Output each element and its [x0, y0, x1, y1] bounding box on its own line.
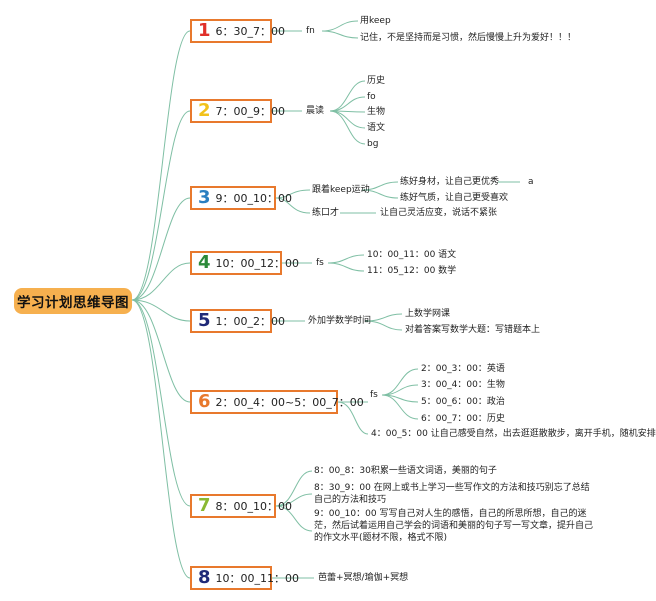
- branch-number-6: 6: [198, 391, 211, 412]
- branch-4-leaf: 10：00_11：00 语文: [367, 250, 457, 260]
- branch-8-leaf: 芭蕾+冥想/瑜伽+冥想: [318, 573, 409, 583]
- branch-time-8: 10：00_11：00: [215, 572, 300, 585]
- branch-node-3[interactable]: 3 9：00_10：00: [190, 186, 292, 210]
- branch-node-7[interactable]: 7 8：00_10：00: [190, 494, 292, 518]
- branch-3-leaf: 练好气质，让自己更受喜欢: [400, 193, 509, 203]
- branch-2-leaf: 语文: [367, 123, 386, 133]
- branch-time-1: 6：30_7：00: [215, 25, 286, 38]
- branch-2-leaf: bg: [367, 139, 379, 149]
- branch-number-5: 5: [198, 310, 211, 331]
- branch-time-6: 2：00_4：00~5：00_7：00: [215, 396, 364, 409]
- branch-7-leaf: 8：00_8：30积累一些语文词语，美丽的句子: [314, 466, 497, 476]
- branch-6-leaf: 5：00_6：00：政治: [421, 397, 505, 407]
- branch-time-7: 8：00_10：00: [215, 500, 293, 513]
- branch-5-leaf: 上数学网课: [405, 309, 451, 319]
- branch-1-leaf: 用keep: [360, 16, 391, 26]
- branch-6-leaf: 6：00_7：00：历史: [421, 414, 505, 424]
- branch-time-5: 1：00_2：00: [215, 315, 286, 328]
- branch-time-3: 9：00_10：00: [215, 192, 293, 205]
- branch-time-2: 7：00_9：00: [215, 105, 286, 118]
- branch-6-label: fs: [370, 390, 378, 400]
- branch-3-leaf: 练好身材，让自己更优秀: [400, 177, 500, 187]
- branch-number-2: 2: [198, 100, 211, 121]
- branch-3-sub-label: 练口才: [312, 208, 340, 218]
- branch-6-leaf: 3：00_4：00：生物: [421, 380, 505, 390]
- branch-1-label: fn: [306, 26, 315, 36]
- branch-3-sub-label: 跟着keep运动: [312, 185, 370, 195]
- branch-2-label: 晨读: [306, 106, 325, 116]
- branch-node-1[interactable]: 1 6：30_7：00: [190, 19, 285, 43]
- branch-5-leaf: 对着答案写数学大题：写错题本上: [405, 325, 541, 335]
- branch-3-extra: a: [528, 177, 534, 187]
- branch-node-6[interactable]: 6 2：00_4：00~5：00_7：00: [190, 390, 364, 414]
- branch-node-4[interactable]: 4 10：00_12：00: [190, 251, 299, 275]
- branch-time-4: 10：00_12：00: [215, 257, 300, 270]
- root-title: 学习计划思维导图: [17, 295, 129, 311]
- connector-lines: [131, 20, 520, 579]
- branch-4-label: fs: [316, 258, 324, 268]
- root-topic[interactable]: 学习计划思维导图: [14, 288, 132, 314]
- branch-6-leaf: 2：00_3：00：英语: [421, 364, 505, 374]
- branch-node-8[interactable]: 8 10：00_11：00: [190, 566, 299, 590]
- branch-number-1: 1: [198, 20, 211, 41]
- branch-2-leaf: fo: [367, 92, 376, 102]
- branch-6-extra: 4：00_5：00 让自己感受自然，出去逛逛散散步，离开手机，随机安排: [371, 429, 656, 439]
- branch-3-leaf: 让自己灵活应变，说话不紧张: [380, 208, 498, 218]
- branch-number-8: 8: [198, 567, 211, 588]
- branch-2-leaf: 历史: [367, 76, 386, 86]
- branch-7-leaf: 8：30_9：00 在网上或书上学习一些写作文的方法和技巧别忘了总结自己的方法和…: [314, 483, 590, 505]
- branch-node-5[interactable]: 5 1：00_2：00: [190, 309, 285, 333]
- branch-node-2[interactable]: 2 7：00_9：00: [190, 99, 285, 123]
- branch-7-leaf: 9：00_10：00 写写自己对人生的感悟，自己的所思所想，自己的迷茫，然后试着…: [314, 509, 594, 543]
- branch-2-leaf: 生物: [367, 107, 386, 117]
- branch-number-4: 4: [198, 252, 211, 273]
- branch-number-3: 3: [198, 187, 211, 208]
- branch-4-leaf: 11：05_12：00 数学: [367, 266, 457, 276]
- branch-number-7: 7: [198, 495, 211, 516]
- branch-1-leaf: 记住，不是坚持而是习惯，然后慢慢上升为爱好！！！: [360, 33, 577, 43]
- branch-5-label: 外加学数学时间: [308, 316, 372, 326]
